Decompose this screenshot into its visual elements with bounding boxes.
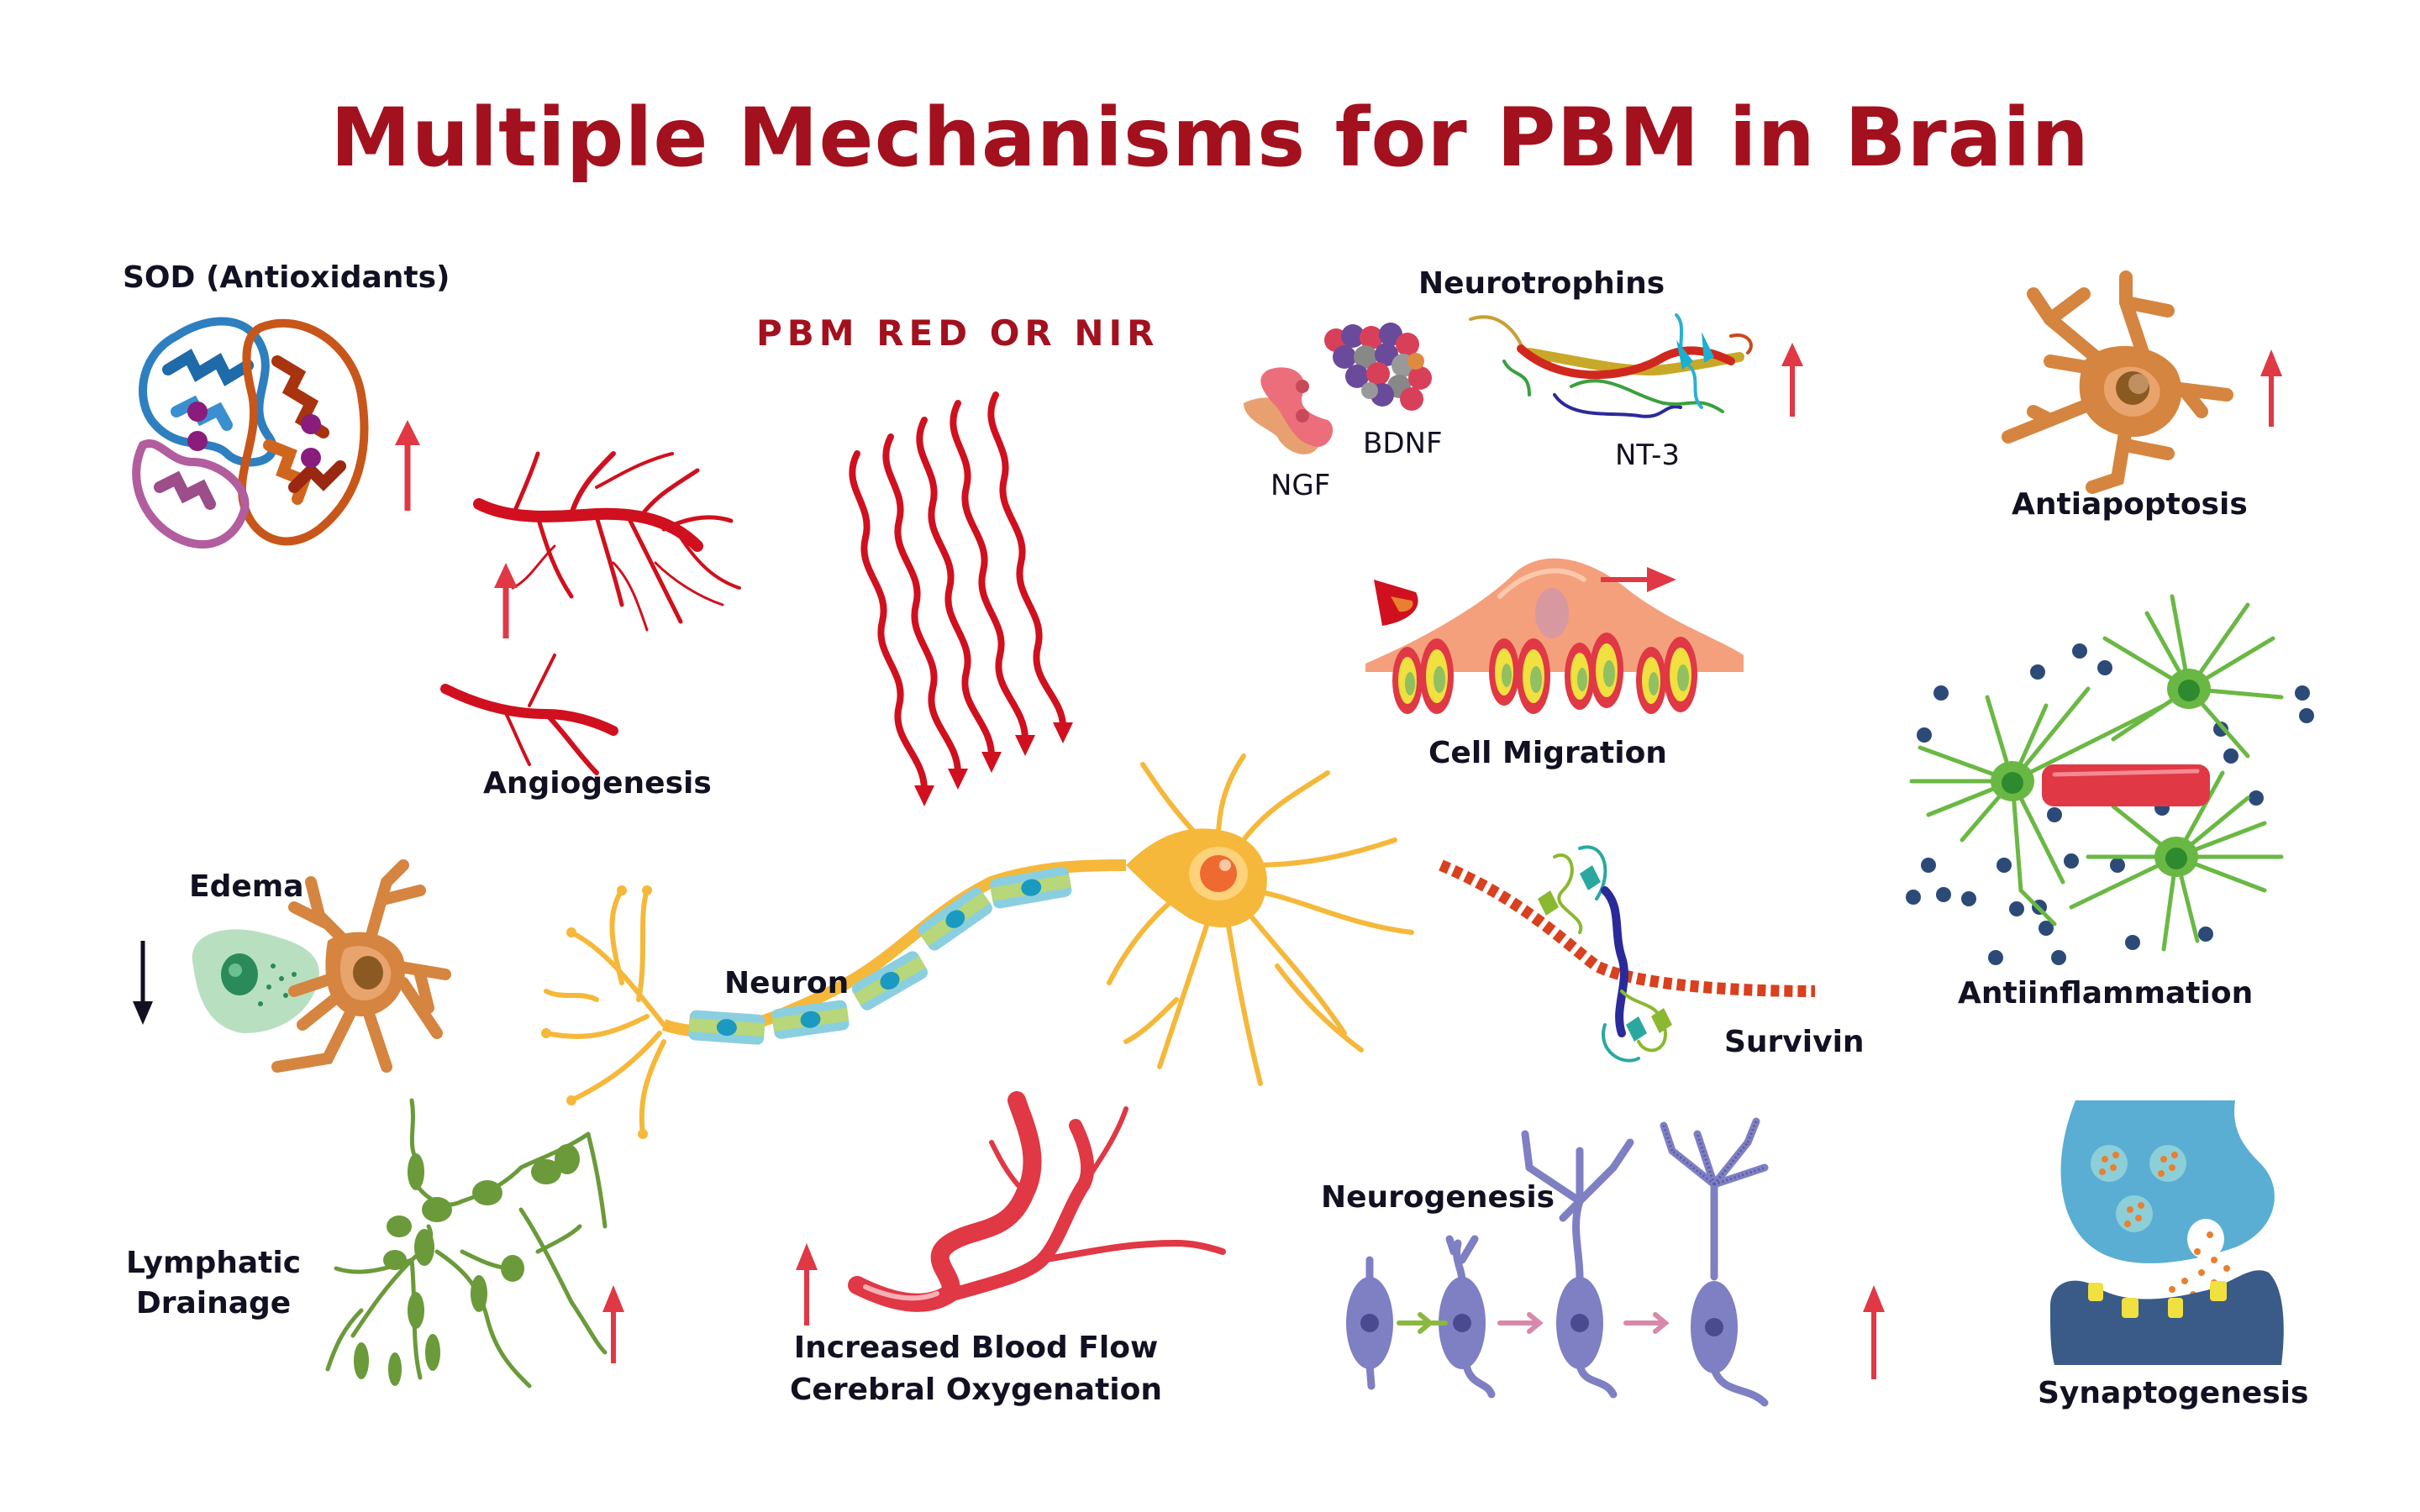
blood-flow-label: Increased Blood Flow Cerebral Oxygenatio… (790, 1327, 1162, 1411)
blood-flow-label-line2: Cerebral Oxygenation (790, 1373, 1163, 1407)
lymphatic-label: Lymphatic Drainage (126, 1243, 301, 1324)
synapse-icon (2050, 1100, 2284, 1365)
lymphatic-increase-arrow-icon (602, 1285, 624, 1363)
bdnf-protein-icon (1324, 323, 1432, 411)
neurotrophins-label: Neurotrophins (1418, 266, 1665, 301)
blood-vessel-icon (848, 1091, 1226, 1312)
antiinflammation-label: Antiinflammation (1958, 976, 2254, 1011)
lymphatic-label-line2: Drainage (135, 1286, 292, 1320)
cell-migration-icon (1365, 558, 1744, 714)
antiapoptosis-increase-arrow-icon (2260, 349, 2282, 427)
edema-label: Edema (189, 869, 304, 904)
edema-cells-icon (192, 859, 451, 1073)
light-source-label: PBM RED OR NIR (756, 312, 1160, 354)
synaptogenesis-label: Synaptogenesis (2038, 1376, 2309, 1410)
antiapoptosis-cell-icon (2002, 270, 2233, 494)
antiapoptosis-label: Antiapoptosis (2012, 487, 2248, 522)
survivin-label: Survivin (1724, 1025, 1865, 1059)
neurotrophins-increase-arrow-icon (1781, 343, 1803, 417)
neurogenesis-label: Neurogenesis (1321, 1180, 1555, 1215)
lymphatic-vessels-icon (325, 1098, 608, 1389)
neuron-icon (541, 753, 1414, 1139)
light-waves-icon (849, 391, 1073, 806)
bdnf-label: BDNF (1363, 427, 1443, 460)
lymphatic-label-line1: Lymphatic (126, 1246, 302, 1280)
neuron-label: Neuron (724, 966, 850, 1000)
nt3-label: NT-3 (1615, 438, 1680, 472)
blood-flow-label-line1: Increased Blood Flow (793, 1331, 1159, 1365)
ngf-protein-icon (1244, 367, 1334, 454)
blood-flow-increase-arrow-icon (796, 1243, 818, 1326)
sod-label: SOD (Antioxidants) (123, 260, 450, 295)
survivin-protein-icon (1439, 845, 1816, 1063)
sod-increase-arrow-icon (395, 420, 420, 511)
antiinflammation-icon (1906, 594, 2314, 965)
page-title: Multiple Mechanisms for PBM in Brain (330, 91, 2090, 185)
angiogenesis-label: Angiogenesis (483, 766, 712, 801)
sod-protein-icon (132, 317, 369, 549)
ngf-label: NGF (1270, 469, 1331, 502)
angiogenesis-vessels-icon (440, 451, 741, 775)
nt3-protein-icon (1469, 313, 1753, 418)
cell-migration-label: Cell Migration (1428, 736, 1667, 770)
neurogenesis-sequence-icon (1346, 1117, 1885, 1407)
edema-decrease-arrow-icon (133, 941, 153, 1025)
